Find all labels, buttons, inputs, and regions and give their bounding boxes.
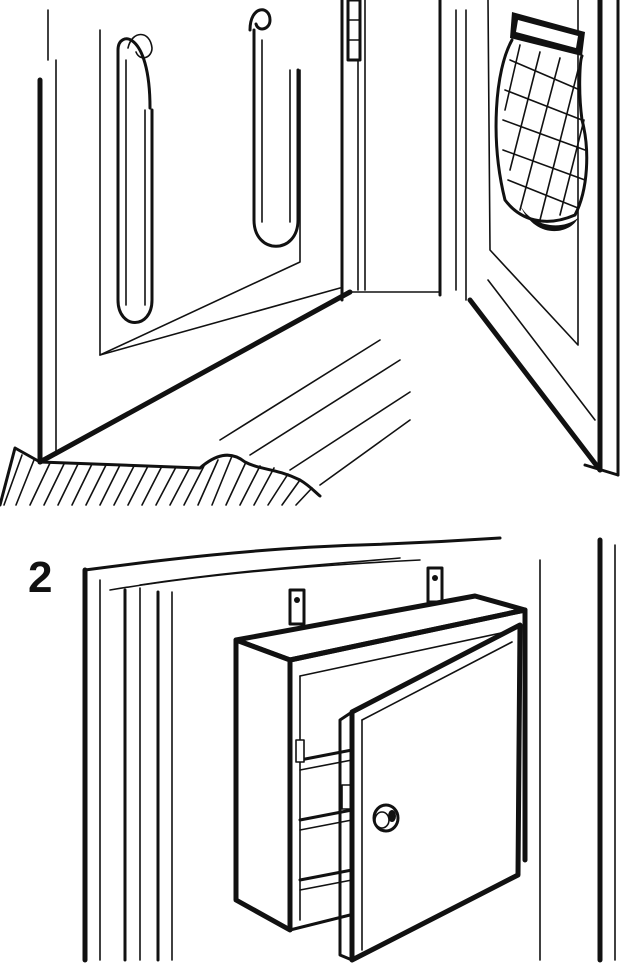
floor-baseboards: [37, 289, 441, 498]
wire-hook-left-icon: [116, 33, 154, 324]
cabinet-body: [233, 593, 528, 933]
wall-frame-right: [539, 537, 616, 963]
right-door-frame: [438, 0, 620, 477]
cabinet-door: [338, 622, 523, 963]
figure-wall-cabinet-with-open-door: [82, 536, 616, 963]
wall-frame-left: [82, 567, 173, 963]
floor-hatching: [0, 446, 313, 507]
wall-bracket-right: [426, 566, 444, 604]
door-hinge: [346, 0, 362, 62]
wall-bracket-left: [288, 588, 306, 626]
wire-hook-right-icon: [248, 8, 300, 248]
right-door-bottom-edge: [467, 279, 620, 477]
door-panel-moulding: [99, 29, 341, 356]
left-door-frame: [37, 0, 366, 465]
figure-door-corner-with-hooks-and-net-bag: [0, 0, 620, 507]
ceiling-cornice: [83, 536, 502, 591]
net-bag-icon: [494, 12, 589, 232]
cabinet-shelves: [295, 739, 354, 891]
figure-number-label: 2: [28, 553, 53, 602]
door-knob-icon: [372, 803, 400, 833]
